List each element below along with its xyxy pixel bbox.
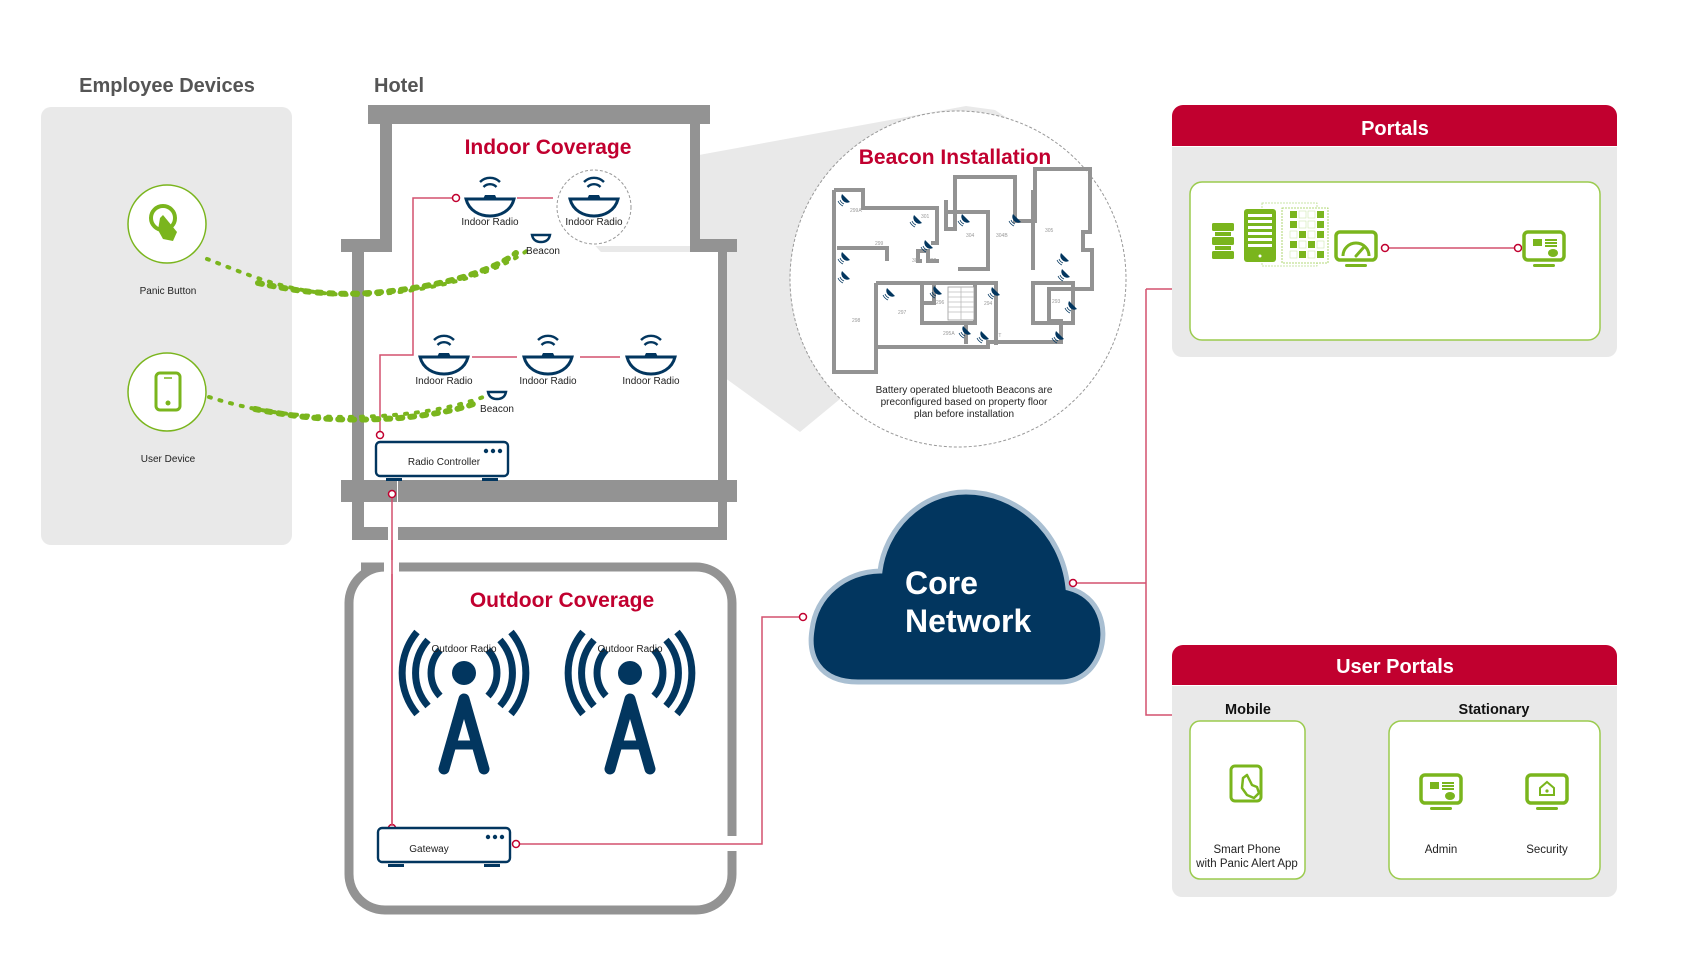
- admin-label: Admin: [1425, 844, 1458, 856]
- hotel-right-ledge: [690, 239, 737, 252]
- room-label: 297: [898, 310, 907, 316]
- outdoor-radio-1[interactable]: Outdoor Radio: [402, 632, 526, 769]
- user-device-circle: [127, 352, 207, 432]
- radio-controller-label: Radio Controller: [408, 457, 481, 468]
- user-portals-title: User Portals: [1336, 656, 1454, 678]
- indoor-radio-lower-2[interactable]: Indoor Radio: [519, 334, 577, 387]
- admin-monitor-icon[interactable]: [1522, 230, 1566, 269]
- smartphone-label-line1: Smart Phone: [1213, 844, 1280, 856]
- server-icon[interactable]: [1244, 202, 1318, 267]
- smartphone-label-line2: with Panic Alert App: [1195, 858, 1298, 870]
- core-network-line1: Core: [905, 565, 978, 601]
- indoor-radio-label: Indoor Radio: [622, 376, 680, 387]
- room-label: 294: [984, 301, 993, 307]
- gateway-label: Gateway: [409, 844, 448, 855]
- hotel-lower-right-wall: [718, 252, 727, 480]
- beacon-installation-title: Beacon Installation: [859, 146, 1052, 169]
- cloud-icon: [808, 489, 1106, 685]
- user-portals-header: [1172, 645, 1617, 685]
- hotel-basement-right: [718, 502, 727, 540]
- floor-plan: [832, 167, 1094, 374]
- admin-portal[interactable]: Admin: [1419, 773, 1463, 856]
- room-label: 295A: [943, 331, 955, 337]
- hotel-upper-right-wall: [690, 124, 700, 247]
- indoor-radio-upper-2[interactable]: Indoor Radio: [565, 176, 623, 228]
- security-label: Security: [1526, 844, 1568, 856]
- stationary-card: [1388, 720, 1601, 880]
- core-network-cloud[interactable]: Core Network: [808, 489, 1106, 685]
- core-network-line2: Network: [905, 603, 1031, 639]
- user-portals-panel: User Portals Mobile Smart Phone with Pan…: [1172, 645, 1617, 897]
- radio-controller[interactable]: Radio Controller: [374, 440, 510, 483]
- database-icon[interactable]: [1212, 223, 1234, 259]
- room-label: 305: [1045, 228, 1054, 234]
- hotel-floor-right: [398, 480, 737, 502]
- employee-devices-panel: [41, 107, 292, 545]
- floor-plan-rooms: 299A 299 301 302 303 304 304B 305 298 29…: [850, 208, 1061, 339]
- beacon-lower[interactable]: Beacon: [480, 390, 514, 415]
- panic-button-device[interactable]: Panic Button: [127, 184, 207, 297]
- gateway-to-core-link: [519, 616, 800, 845]
- security-portal[interactable]: Security: [1525, 773, 1569, 856]
- room-label: 304: [966, 233, 975, 239]
- hotel-basement-floor-right: [398, 527, 727, 540]
- indoor-radio-label: Indoor Radio: [519, 376, 577, 387]
- hotel-title: Hotel: [374, 75, 424, 97]
- outdoor-radio-2[interactable]: Outdoor Radio: [568, 632, 692, 769]
- dashboard-monitor-icon[interactable]: [1334, 230, 1378, 269]
- outdoor-coverage-frame: [344, 562, 737, 915]
- indoor-radio-upper-1[interactable]: Indoor Radio: [461, 176, 519, 228]
- panic-button-label: Panic Button: [140, 286, 197, 297]
- hotel-roof: [368, 105, 710, 124]
- employee-devices-title: Employee Devices: [79, 75, 255, 97]
- hotel-floor-left: [341, 480, 397, 502]
- hotel-left-ledge: [341, 239, 392, 252]
- outdoor-radio-label: Outdoor Radio: [431, 644, 496, 655]
- floor-plan-stairs: [947, 286, 975, 321]
- lock-icon: [1539, 780, 1555, 796]
- room-label: 293: [1052, 299, 1061, 305]
- room-label: 303: [912, 258, 921, 264]
- outdoor-radio-label: Outdoor Radio: [597, 644, 662, 655]
- user-device[interactable]: User Device: [127, 352, 207, 465]
- indoor-radio-label: Indoor Radio: [461, 217, 519, 228]
- stationary-heading: Stationary: [1459, 702, 1530, 718]
- indoor-radio-label: Indoor Radio: [415, 376, 473, 387]
- indoor-coverage-title: Indoor Coverage: [465, 136, 632, 159]
- room-label: 299A: [850, 208, 862, 214]
- outdoor-coverage-title: Outdoor Coverage: [470, 589, 654, 612]
- room-label: 296: [936, 300, 945, 306]
- caption-line: preconfigured based on property floor: [881, 397, 1048, 408]
- hotel-basement-floor-left: [352, 527, 388, 540]
- beacon-label: Beacon: [480, 404, 514, 415]
- wireless-links: [205, 248, 530, 423]
- room-label: 304B: [996, 233, 1008, 239]
- smartphone-tap-icon: [1229, 764, 1263, 803]
- room-label: 299: [875, 241, 884, 247]
- indoor-radio-lower-3[interactable]: Indoor Radio: [622, 334, 680, 387]
- room-label: IT: [997, 333, 1001, 339]
- mobile-heading: Mobile: [1225, 702, 1271, 718]
- room-label: 301: [921, 214, 930, 220]
- indoor-radio-label: Indoor Radio: [565, 217, 623, 228]
- portals-panel: Portals: [1172, 105, 1617, 357]
- hand-tap-icon: [149, 204, 177, 241]
- indoor-radio-lower-1[interactable]: Indoor Radio: [415, 334, 473, 387]
- room-label: 298: [852, 318, 861, 324]
- hotel-upper-left-wall: [380, 124, 392, 247]
- room-label: 302: [928, 258, 937, 264]
- beacon-installation-caption: Battery operated bluetooth Beacons are p…: [876, 385, 1053, 420]
- grid-icon[interactable]: [1281, 207, 1329, 264]
- hotel-lower-left-wall: [352, 252, 364, 480]
- smartphone-icon: [154, 371, 182, 412]
- portals-title: Portals: [1361, 118, 1429, 140]
- gateway[interactable]: Gateway: [376, 826, 512, 869]
- portals-header: [1172, 105, 1617, 146]
- caption-line: plan before installation: [914, 409, 1014, 420]
- beacon-upper[interactable]: Beacon: [526, 233, 560, 257]
- caption-line: Battery operated bluetooth Beacons are: [876, 385, 1053, 396]
- user-device-label: User Device: [141, 454, 196, 465]
- beacon-label: Beacon: [526, 246, 560, 257]
